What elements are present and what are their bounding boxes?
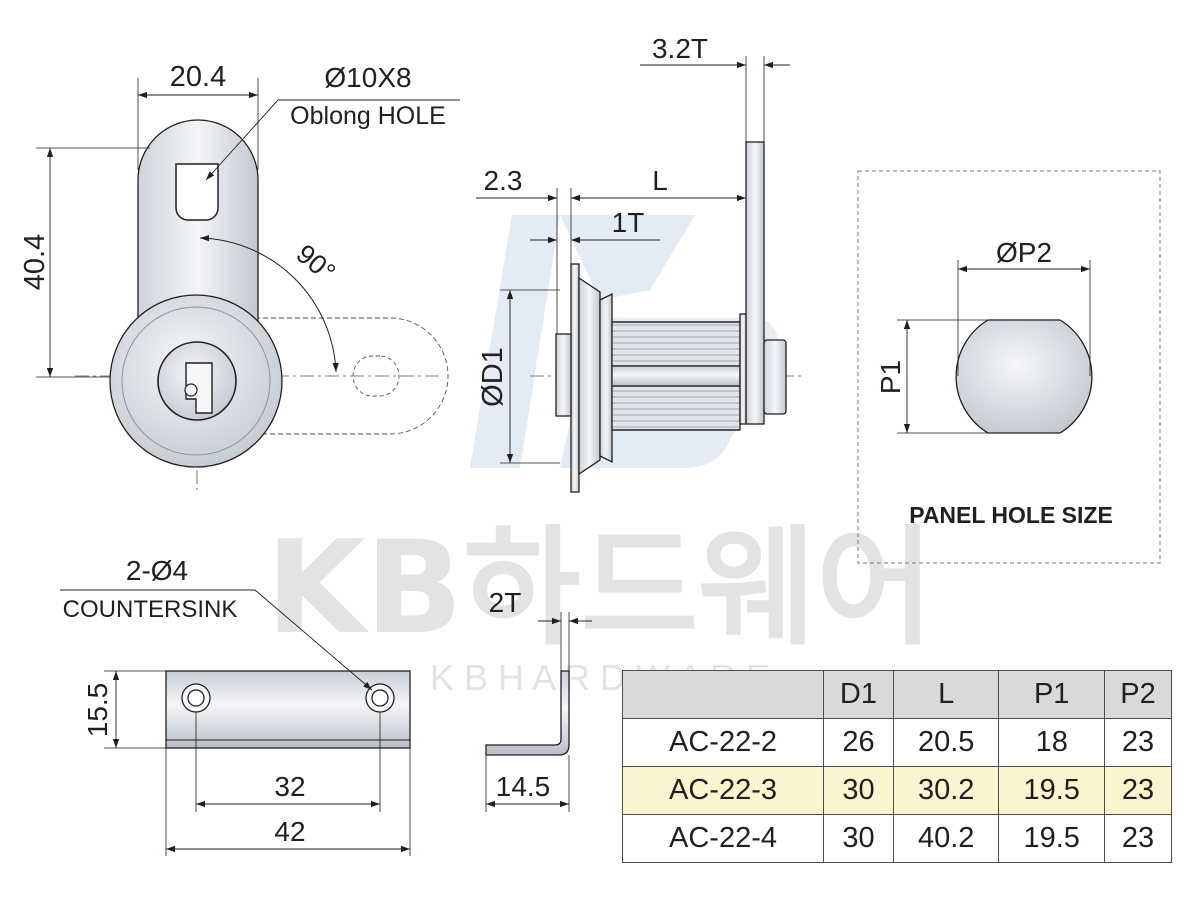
cam-screw — [763, 339, 787, 415]
table-header-cell: D1 — [823, 670, 894, 719]
table-cell: AC-22-3 — [622, 766, 824, 815]
washer — [555, 333, 572, 417]
table-header-cell: P1 — [998, 670, 1105, 719]
table-cell: 20.5 — [892, 718, 1000, 767]
panel-hole-frame — [857, 170, 1161, 564]
flange-plate — [570, 263, 580, 493]
rotation-arc — [199, 235, 339, 373]
leader-oblong-hole — [205, 99, 460, 181]
oblong-hole-label: Ø10X8 — [324, 62, 411, 93]
rotated-cam-outline — [255, 317, 449, 435]
cam-plate-side — [745, 141, 765, 425]
countersink-holes-label: 2-Ø4 — [126, 555, 188, 586]
table-cell: 19.5 — [998, 814, 1105, 863]
table-cell: 18 — [998, 718, 1105, 767]
table-row: AC-22-4 30 40.2 19.5 23 — [622, 814, 1173, 863]
front-view — [36, 78, 460, 490]
front-width-label: 20.4 — [170, 61, 226, 93]
side-view — [476, 56, 805, 493]
hex-nut — [599, 292, 613, 464]
table-cell: 40.2 — [892, 814, 1000, 863]
flange-bevel — [578, 276, 601, 476]
bracket-view — [60, 589, 592, 856]
side-view-labels: 3.2T 2.3 L 1T ØD1 — [477, 33, 708, 407]
hole-pitch-label: 32 — [274, 771, 305, 802]
bracket-labels: 2-Ø4 COUNTERSINK 15.5 32 42 2T 14.5 — [63, 555, 551, 847]
countersink-caption: COUNTERSINK — [63, 596, 238, 623]
lock-body-ring — [121, 306, 271, 456]
keyway-pin — [184, 383, 198, 397]
table-cell: 26 — [823, 718, 894, 767]
panel-hole-view — [857, 170, 1161, 564]
cam-thickness-label: 3.2T — [652, 33, 708, 64]
cam-oblong-hole — [175, 163, 219, 221]
panel-hole-shape — [955, 319, 1093, 434]
table-cell: 30 — [823, 814, 894, 863]
countersink-hole-right — [365, 683, 395, 713]
threaded-body-flat — [611, 365, 741, 387]
front-view-labels: 20.4 40.4 Ø10X8 Oblong HOLE 90° — [19, 61, 446, 290]
table-cell: 30 — [823, 766, 894, 815]
rotation-angle-label: 90° — [290, 238, 341, 287]
countersink-hole-left — [181, 683, 211, 713]
watermark-logo-text: KB하드웨어 — [266, 514, 934, 663]
diameter-label: ØD1 — [477, 347, 509, 407]
rotated-cam-hole — [352, 355, 400, 397]
bracket-length-label: 42 — [274, 816, 305, 847]
oblong-hole-caption: Oblong HOLE — [290, 102, 446, 130]
table-row-highlighted: AC-22-3 30 30.2 19.5 23 — [622, 766, 1173, 815]
flange-dim-label: 2.3 — [484, 165, 523, 196]
leader-countersink — [60, 589, 373, 691]
table-cell: 23 — [1103, 814, 1173, 863]
table-header-cell: L — [892, 670, 1000, 719]
panel-hole-labels: ØP2 P1 PANEL HOLE SIZE — [875, 237, 1113, 528]
bracket-thickness-label: 2T — [489, 587, 522, 618]
spec-table: D1 L P1 P2 AC-22-2 26 20.5 18 23 AC-22-3… — [622, 670, 1173, 863]
panel-p1-label: P1 — [875, 360, 906, 394]
panel-p2-label: ØP2 — [996, 237, 1052, 268]
table-cell: AC-22-4 — [622, 814, 824, 863]
threaded-body-top — [611, 321, 741, 367]
table-cell: AC-22-2 — [622, 718, 824, 767]
bracket-leg-label: 14.5 — [496, 771, 551, 802]
threaded-body-bottom — [611, 385, 741, 431]
front-height-label: 40.4 — [19, 234, 51, 290]
cam-nut — [739, 313, 747, 425]
table-cell: 30.2 — [892, 766, 1000, 815]
table-header-cell: P2 — [1103, 670, 1173, 719]
table-cell: 23 — [1103, 718, 1173, 767]
table-row: AC-22-2 26 20.5 18 23 — [622, 718, 1173, 767]
table-header-cell — [622, 670, 824, 719]
table-header-row: D1 L P1 P2 — [622, 670, 1173, 719]
bracket-height-label: 15.5 — [82, 683, 113, 738]
washer-dim-label: 1T — [612, 207, 645, 238]
panel-hole-title: PANEL HOLE SIZE — [909, 502, 1113, 528]
length-label: L — [652, 165, 668, 196]
table-cell: 19.5 — [998, 766, 1105, 815]
table-cell: 23 — [1103, 766, 1173, 815]
